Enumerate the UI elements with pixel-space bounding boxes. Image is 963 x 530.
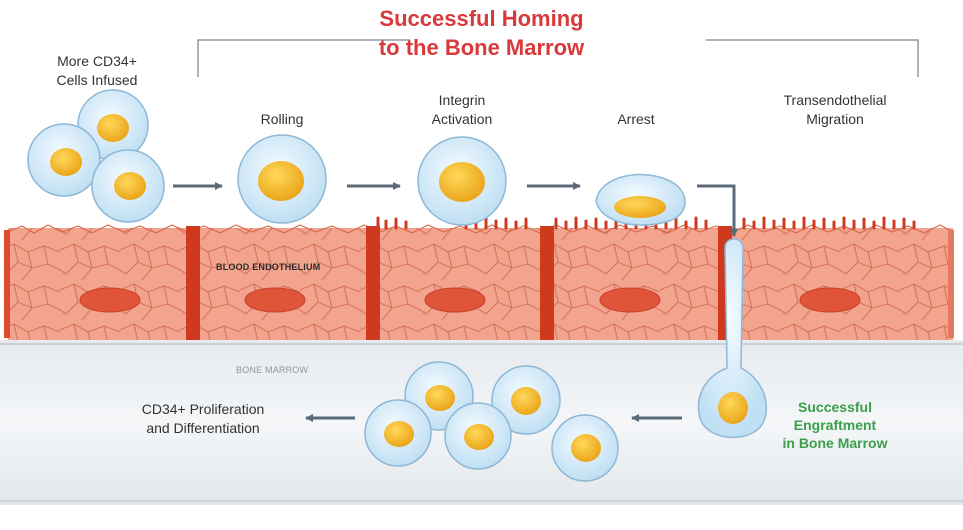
engraftment-line-3: in Bone Marrow xyxy=(782,435,888,451)
engraftment-label: Successful Engraftment in Bone Marrow xyxy=(770,398,900,452)
step-rolling-label: Rolling xyxy=(212,110,352,129)
outcome-line-1: CD34+ Proliferation xyxy=(141,401,265,417)
stem-cell xyxy=(364,399,432,467)
blood-endothelium-layer xyxy=(4,224,954,340)
step-label-line-2: Migration xyxy=(806,111,864,127)
step-label-line-1: Transendothelial xyxy=(783,92,887,108)
start-label: More CD34+ Cells Infused xyxy=(22,52,172,90)
step-label-line-1: Arrest xyxy=(617,111,655,127)
stem-cell xyxy=(91,149,165,223)
step-label-line-2: Activation xyxy=(431,111,493,127)
step-arrest-label: Arrest xyxy=(566,110,706,129)
title-bracket xyxy=(197,39,919,77)
activated-cell xyxy=(417,136,507,226)
title-line-1: Successful Homing xyxy=(379,6,584,31)
endothelial-nucleus xyxy=(244,287,306,313)
endothelial-nucleus xyxy=(599,287,661,313)
arrested-cell xyxy=(595,173,686,226)
step-migration-label: Transendothelial Migration xyxy=(750,91,920,129)
start-label-line-2: Cells Infused xyxy=(56,72,138,88)
blood-endothelium-label: BLOOD ENDOTHELIUM xyxy=(216,262,321,272)
diagram-title: Successful Homing to the Bone Marrow xyxy=(0,4,963,62)
stem-cell xyxy=(444,402,512,470)
title-line-2: to the Bone Marrow xyxy=(378,35,585,60)
rolling-cell xyxy=(237,134,327,224)
start-label-line-1: More CD34+ xyxy=(57,53,137,69)
bone-marrow-label: BONE MARROW xyxy=(236,365,309,375)
migrating-cell xyxy=(697,238,767,439)
stem-cell xyxy=(551,414,619,482)
endothelial-nucleus xyxy=(799,287,861,313)
cell-junction xyxy=(540,226,554,340)
endothelial-nucleus xyxy=(424,287,486,313)
cell-junction xyxy=(186,226,200,340)
cell-junction xyxy=(366,226,380,340)
flow-arrows xyxy=(173,182,738,422)
proliferating-cell-cluster xyxy=(364,361,619,482)
endothelial-nucleus xyxy=(79,287,141,313)
engraftment-line-2: Engraftment xyxy=(793,417,877,433)
engraftment-line-1: Successful xyxy=(798,399,872,415)
step-integrin-label: Integrin Activation xyxy=(392,91,532,129)
step-label-line-1: Integrin xyxy=(438,92,486,108)
stem-cell xyxy=(491,365,561,435)
arrow-icon xyxy=(697,184,738,237)
stem-cell xyxy=(27,123,101,197)
outcome-line-2: and Differentiation xyxy=(146,420,260,436)
infused-cell-cluster xyxy=(27,89,165,223)
outcome-label: CD34+ Proliferation and Differentiation xyxy=(118,400,288,438)
step-label-line-1: Rolling xyxy=(260,111,304,127)
